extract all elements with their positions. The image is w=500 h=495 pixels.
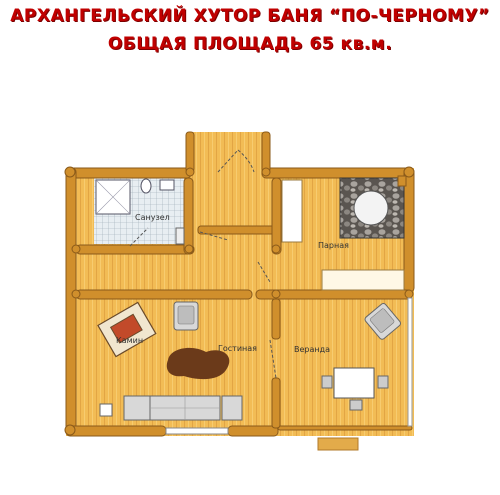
room-label-bathroom: Санузел xyxy=(135,213,170,222)
room-label-steam-room: Парная xyxy=(318,241,349,250)
sink-icon xyxy=(159,179,175,191)
room-label-living-room: Гостиная xyxy=(218,344,257,353)
room-label-fireplace: Камин xyxy=(116,336,143,345)
fireplace-icon xyxy=(97,301,157,358)
room-label-veranda: Веранда xyxy=(294,345,330,354)
steam-bench-upper xyxy=(281,179,303,243)
sofa-icon xyxy=(123,395,243,421)
armchair-living-seat xyxy=(177,305,195,325)
shower-cabin xyxy=(95,179,131,215)
side-table xyxy=(99,403,113,417)
plan-title-line2: ОБЩАЯ ПЛОЩАДЬ 65 кв.м. xyxy=(107,34,393,54)
stair-step xyxy=(317,437,359,451)
rug-icon xyxy=(166,347,230,380)
veranda-window xyxy=(407,297,413,427)
entrance-porch-floor xyxy=(188,132,268,172)
armchair-veranda xyxy=(364,303,401,340)
bathroom-cabinet xyxy=(175,227,185,245)
toilet-icon xyxy=(140,178,152,194)
steam-bench-lower xyxy=(321,269,405,291)
log-walls xyxy=(64,131,415,437)
dining-table xyxy=(321,367,389,411)
door-swings xyxy=(129,149,277,379)
sauna-stove-icon xyxy=(339,175,407,239)
plan-title-line1: АРХАНГЕЛЬСКИЙ ХУТОР БАНЯ “ПО-ЧЕРНОМУ” xyxy=(10,6,490,26)
window-bottom xyxy=(165,427,229,435)
